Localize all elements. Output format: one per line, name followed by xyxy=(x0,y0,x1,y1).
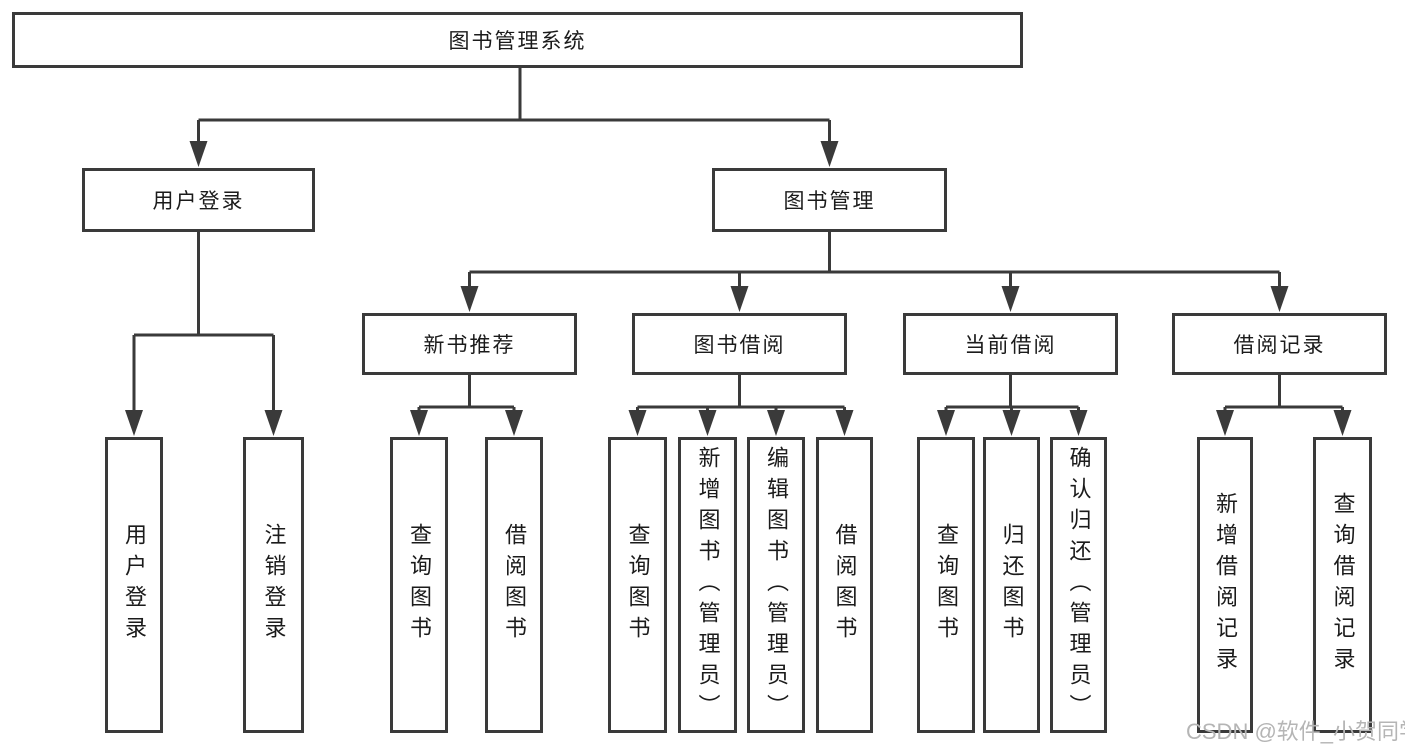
node-logout-label: 注销登录 xyxy=(261,523,287,647)
node-add-borrow-record: 新增借阅记录 xyxy=(1197,437,1253,733)
node-borrow-books: 借阅图书 xyxy=(816,437,873,733)
node-book-management-label: 图书管理 xyxy=(783,190,876,213)
node-add-books-admin: 新增图书（管理员） xyxy=(678,437,737,733)
connector-book-borrowing-children xyxy=(628,375,854,436)
connector-new-book-recommendation-children xyxy=(410,375,523,436)
node-logout: 注销登录 xyxy=(243,437,304,733)
node-borrow-books-recommend-label: 借阅图书 xyxy=(502,523,527,647)
node-borrow-books-label: 借阅图书 xyxy=(832,523,858,647)
node-library-management-system-label: 图书管理系统 xyxy=(448,30,587,53)
node-query-books-current: 查询图书 xyxy=(917,437,975,733)
node-query-borrow-record-label: 查询借阅记录 xyxy=(1330,492,1356,678)
node-user-login-action-label: 用户登录 xyxy=(122,523,147,647)
node-current-borrowing: 当前借阅 xyxy=(903,313,1118,375)
node-query-books-current-label: 查询图书 xyxy=(934,523,959,647)
node-borrowing-records-label: 借阅记录 xyxy=(1233,334,1326,357)
node-user-login-action: 用户登录 xyxy=(105,437,163,733)
node-book-borrowing: 图书借阅 xyxy=(632,313,847,375)
node-query-books-recommend: 查询图书 xyxy=(390,437,448,733)
node-new-book-recommendation-label: 新书推荐 xyxy=(423,334,516,357)
connector-book-management-children xyxy=(460,232,1289,312)
node-return-books-label: 归还图书 xyxy=(999,523,1025,647)
node-return-books: 归还图书 xyxy=(983,437,1040,733)
connector-root-to-level2 xyxy=(189,68,839,167)
connector-borrowing-records-children xyxy=(1216,375,1352,436)
node-edit-books-admin: 编辑图书（管理员） xyxy=(747,437,805,733)
node-query-books-recommend-label: 查询图书 xyxy=(407,523,432,647)
node-confirm-return-admin: 确认归还（管理员） xyxy=(1050,437,1107,733)
node-query-books-borrowing-label: 查询图书 xyxy=(625,523,651,647)
node-query-borrow-record: 查询借阅记录 xyxy=(1313,437,1372,733)
node-user-login-label: 用户登录 xyxy=(152,190,245,213)
node-current-borrowing-label: 当前借阅 xyxy=(964,334,1057,357)
connector-current-borrowing-children xyxy=(937,375,1088,436)
node-borrow-books-recommend: 借阅图书 xyxy=(485,437,543,733)
node-add-borrow-record-label: 新增借阅记录 xyxy=(1213,492,1238,678)
node-new-book-recommendation: 新书推荐 xyxy=(362,313,577,375)
node-confirm-return-admin-label: 确认归还（管理员） xyxy=(1066,445,1092,725)
node-book-management: 图书管理 xyxy=(712,168,947,232)
connector-user-login-children xyxy=(125,232,283,436)
node-add-books-admin-label: 新增图书（管理员） xyxy=(695,445,721,725)
node-edit-books-admin-label: 编辑图书（管理员） xyxy=(764,445,789,725)
node-book-borrowing-label: 图书借阅 xyxy=(693,334,786,357)
node-user-login: 用户登录 xyxy=(82,168,315,232)
node-borrowing-records: 借阅记录 xyxy=(1172,313,1387,375)
node-library-management-system: 图书管理系统 xyxy=(12,12,1023,68)
node-query-books-borrowing: 查询图书 xyxy=(608,437,667,733)
